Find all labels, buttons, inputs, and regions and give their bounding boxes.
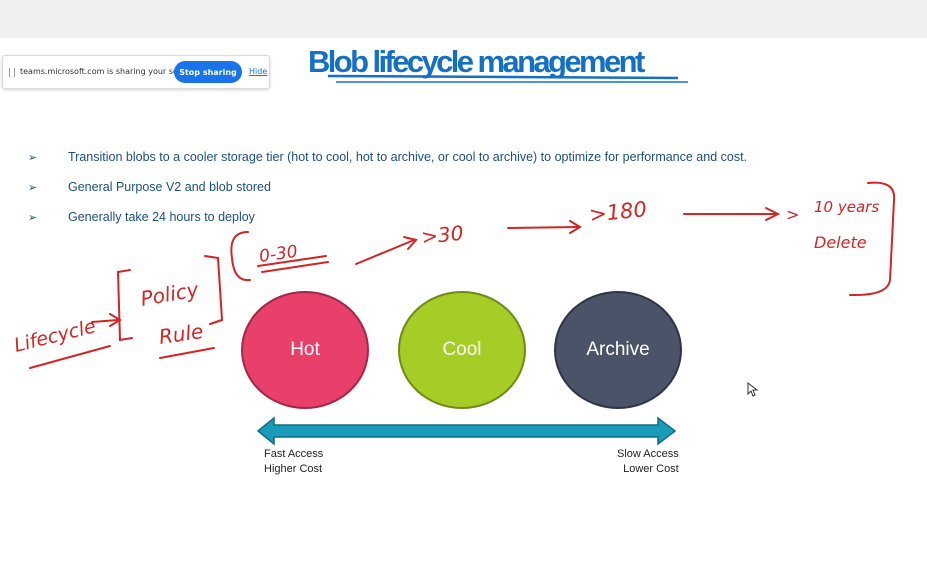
rule-underline: [159, 347, 215, 359]
access-cost-arrow: [256, 416, 677, 446]
policy-note: Policy: [139, 277, 202, 311]
arrow-to-180-head: [569, 220, 582, 234]
ink-annotations: [29, 181, 896, 369]
bullet-arrow-icon: ➢: [28, 152, 38, 164]
fast-access-text: Fast Access: [264, 448, 324, 460]
fast-access-label: Fast Access Higher Cost: [264, 447, 323, 477]
bullet-text: Transition blobs to a cooler storage tie…: [68, 150, 748, 164]
ten-years-note: >: [786, 205, 799, 224]
arrow-to-30-line: [355, 239, 415, 265]
lifecycle-note: Lifecycle: [12, 315, 98, 357]
stop-sharing-button[interactable]: Stop sharing: [174, 61, 242, 83]
lifecycle-underline: [29, 345, 111, 369]
tier-archive: Archive: [554, 291, 682, 409]
gt30-note: >30: [420, 221, 464, 249]
arrow-to-30-head: [403, 236, 418, 250]
bullet-arrow-icon: ➢: [28, 212, 38, 224]
bullet-text: General Purpose V2 and blob stored: [68, 180, 271, 194]
tier-hot: Hot: [241, 291, 369, 409]
bullet-arrow-icon: ➢: [28, 182, 38, 194]
policy-bracket-left: [116, 269, 133, 342]
arrow-to-10y-head: [765, 207, 781, 221]
range-0-30-note: 0-30: [258, 242, 299, 267]
range-underline-1: [257, 255, 327, 267]
arrow-to-180-line: [507, 226, 579, 229]
higher-cost-text: Higher Cost: [264, 463, 323, 475]
drag-handle-icon[interactable]: [9, 68, 15, 77]
tier-cool: Cool: [398, 291, 526, 409]
top-strip: [0, 0, 927, 38]
delete-note: Delete: [814, 233, 867, 252]
rule-note: Rule: [157, 319, 204, 349]
ink-text: Lifecycle Policy Rule 0-30 >30 >180 > 10…: [12, 197, 879, 357]
mouse-cursor-icon: [747, 382, 759, 397]
delete-bracket: [849, 181, 896, 297]
slow-access-label: Slow Access Lower Cost: [617, 447, 679, 477]
hide-link[interactable]: Hide: [249, 67, 268, 76]
screen-share-bar: teams.microsoft.com is sharing your scre…: [2, 55, 270, 89]
slide-title: Blob lifecycle management: [308, 44, 645, 79]
slow-access-text: Slow Access: [617, 448, 679, 460]
share-message: teams.microsoft.com is sharing your scre…: [20, 67, 198, 76]
range-bracket: [230, 231, 251, 282]
policy-bracket-right: [204, 255, 224, 325]
gt180-note: >180: [588, 197, 648, 227]
bullet-text: Generally take 24 hours to deploy: [68, 210, 255, 224]
lifecycle-arrow-line: [91, 319, 119, 323]
ten-years-text: 10 years: [814, 198, 879, 216]
range-underline-2: [261, 261, 329, 273]
lower-cost-text: Lower Cost: [623, 463, 679, 475]
title-underline: [327, 74, 688, 83]
